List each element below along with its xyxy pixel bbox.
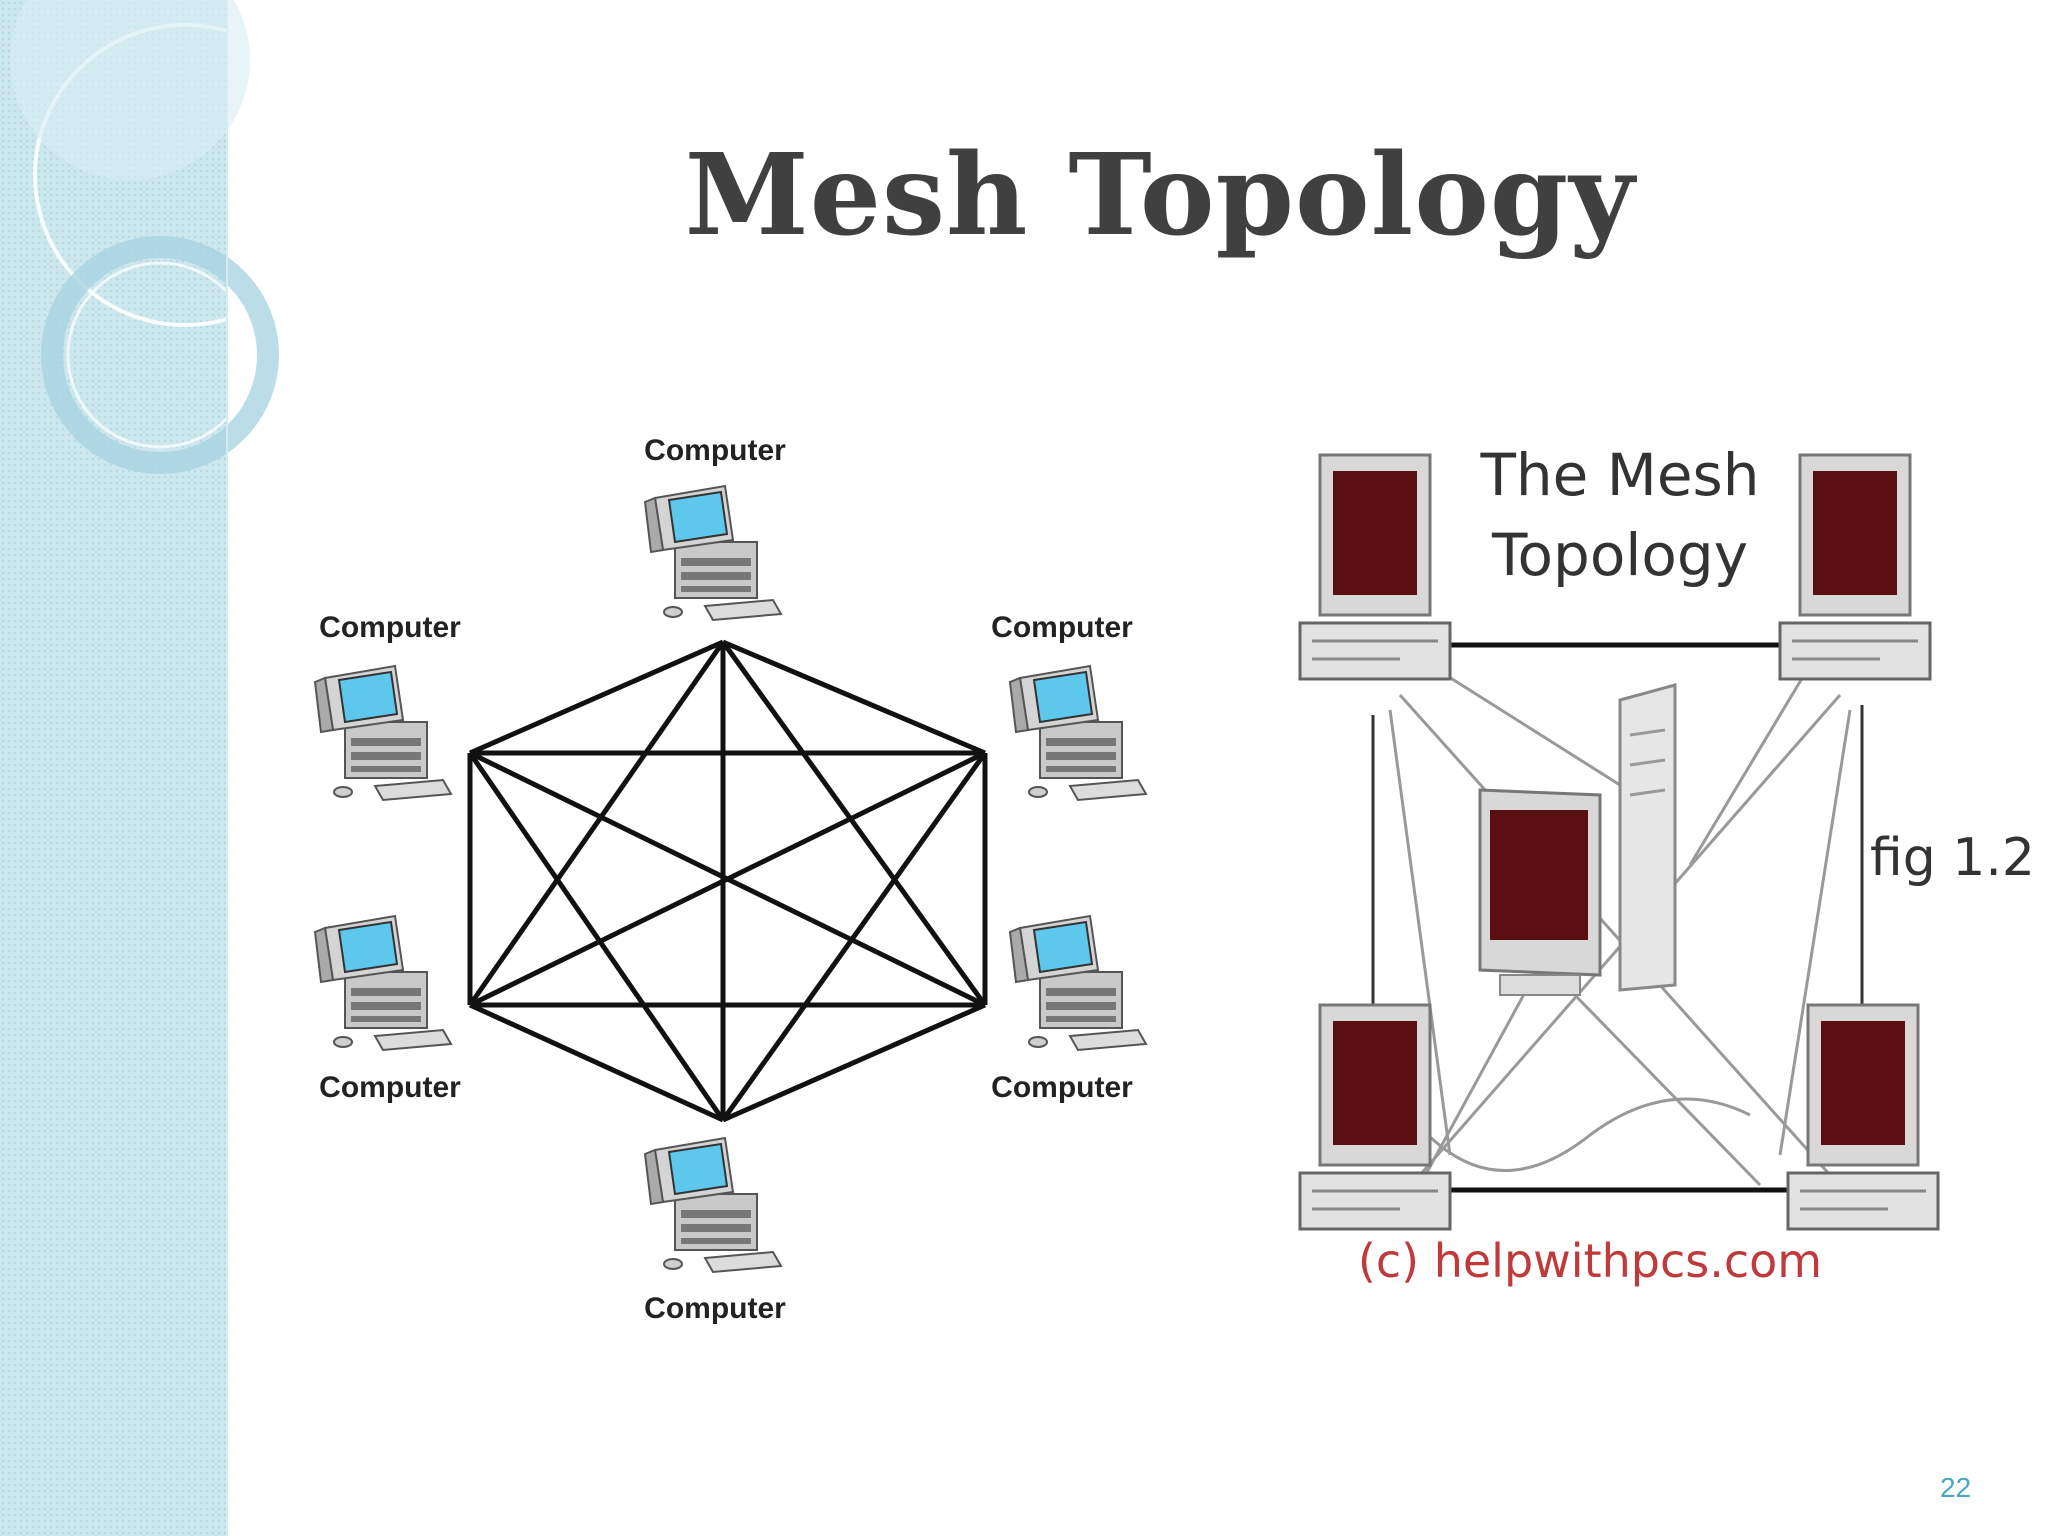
center-monitor [1478, 788, 1602, 996]
computer-label: Computer [644, 1292, 786, 1325]
computer-icon [314, 915, 452, 1051]
right-diagram-title-line1: The Mesh [1479, 441, 1759, 509]
computer-icon [1009, 915, 1147, 1051]
computer-top-right [1778, 453, 1932, 681]
computer-icon [1009, 665, 1147, 801]
slide-title: Mesh Topology [684, 130, 1636, 261]
computer-icon [314, 665, 452, 801]
computer-node-upper-left: Computer [314, 611, 461, 801]
computer-node-upper-right: Computer [991, 611, 1147, 801]
side-band-edge [226, 0, 228, 1536]
left-mesh-diagram: Computer Computer Computer Computer Comp… [314, 434, 1147, 1325]
figure-label: fig 1.2 [1870, 828, 2035, 888]
right-mesh-diagram: The Mesh Topology fig 1.2 (c) helpwithpc… [1298, 441, 2035, 1288]
computer-bottom-left [1298, 1003, 1452, 1231]
mesh-links [1371, 642, 1864, 1193]
computer-label: Computer [644, 434, 786, 467]
computer-icon [644, 1137, 782, 1273]
page-number: 22 [1940, 1472, 1972, 1503]
computer-label: Computer [991, 611, 1133, 644]
computer-label: Computer [991, 1071, 1133, 1104]
computer-node-top: Computer [644, 434, 786, 621]
right-diagram-title-line2: Topology [1491, 521, 1748, 589]
decorative-side-band [0, 0, 337, 1536]
credit-text: (c) helpwithpcs.com [1358, 1234, 1822, 1288]
computer-node-bottom: Computer [644, 1137, 786, 1325]
decorative-circles [10, 0, 337, 474]
computer-label: Computer [319, 1071, 461, 1104]
mesh-links [467, 639, 988, 1123]
computer-label: Computer [319, 611, 461, 644]
computer-bottom-right [1786, 1003, 1940, 1231]
server-tower [1618, 683, 1677, 992]
computer-top-left [1298, 453, 1452, 681]
computer-icon [644, 485, 782, 621]
computer-node-lower-left: Computer [314, 915, 461, 1104]
computer-node-lower-right: Computer [991, 915, 1147, 1104]
